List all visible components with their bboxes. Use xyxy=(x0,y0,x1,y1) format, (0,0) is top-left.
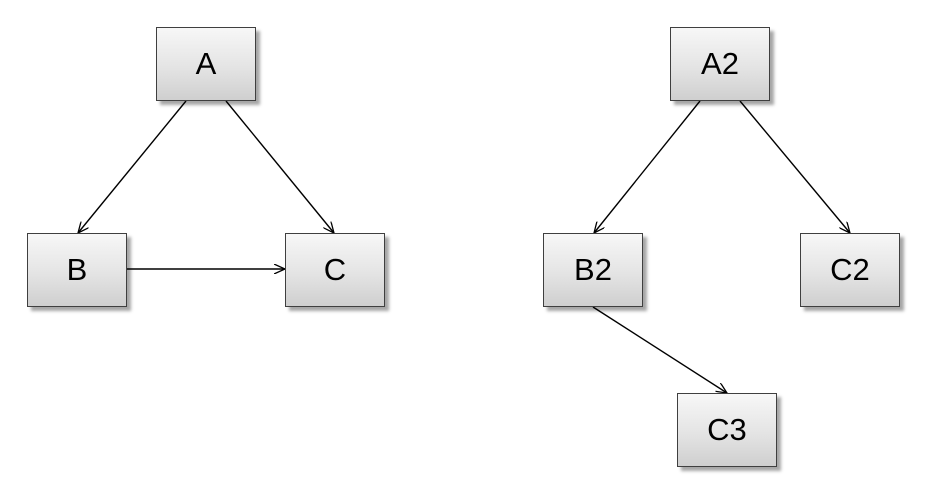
edge-a2-c2 xyxy=(739,100,850,233)
node-a2[interactable]: A2 xyxy=(670,27,770,101)
node-a[interactable]: A xyxy=(156,27,256,101)
edge-b2-c3 xyxy=(592,306,727,393)
edge-a-c xyxy=(225,100,334,233)
node-c[interactable]: C xyxy=(285,233,385,307)
node-c3[interactable]: C3 xyxy=(677,393,777,467)
edge-a-b xyxy=(78,100,187,233)
node-b[interactable]: B xyxy=(27,233,127,307)
edge-a2-b2 xyxy=(594,100,701,233)
node-c2[interactable]: C2 xyxy=(800,233,900,307)
node-b2[interactable]: B2 xyxy=(543,233,643,307)
